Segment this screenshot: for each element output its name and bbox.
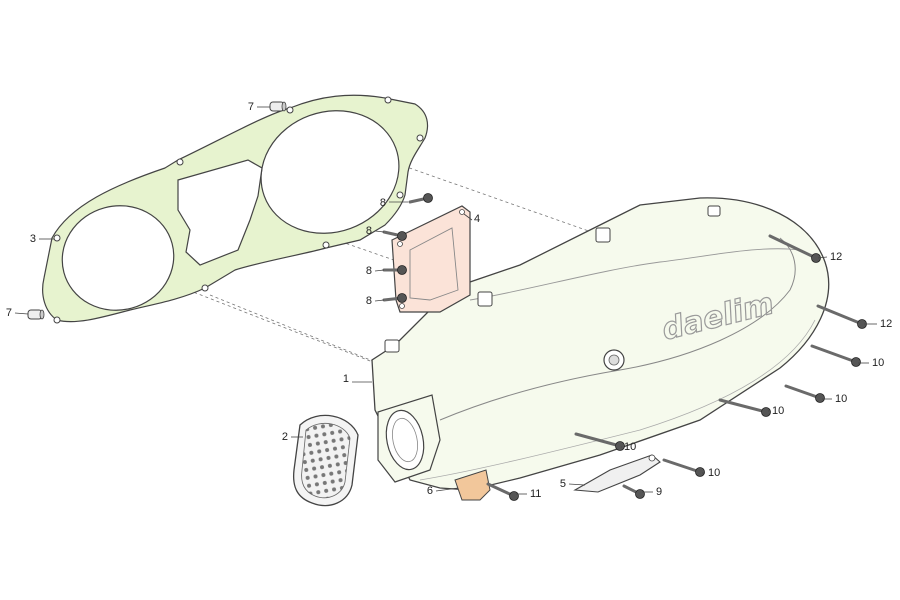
callout-2: 2 xyxy=(282,431,288,443)
callout-8c: 8 xyxy=(366,265,372,277)
bolt-8c[interactable] xyxy=(382,265,407,275)
gasket-cutout-front xyxy=(61,205,175,311)
leader-lines xyxy=(14,106,877,495)
callout-5: 5 xyxy=(560,478,566,490)
callout-8a: 8 xyxy=(380,197,386,209)
callout-3: 3 xyxy=(30,233,36,245)
callout-8b: 8 xyxy=(366,225,372,237)
gasket-cutout-center xyxy=(177,159,263,266)
dowel-pin-upper[interactable] xyxy=(269,101,287,112)
bolt-10a[interactable] xyxy=(810,344,861,367)
bolt-11[interactable] xyxy=(486,482,519,501)
leader-5 xyxy=(568,483,586,486)
leader-6 xyxy=(435,487,459,492)
bolt-8a[interactable] xyxy=(408,193,433,204)
leader-7b xyxy=(14,312,29,315)
leader-8c xyxy=(374,269,385,272)
callout-7b: 7 xyxy=(6,307,12,319)
leader-8d xyxy=(374,299,385,302)
hose-clamp[interactable] xyxy=(454,469,491,501)
callout-10d: 10 xyxy=(624,441,636,453)
bolt-8d[interactable] xyxy=(382,293,407,303)
cover-bosses xyxy=(384,205,721,353)
callout-7a: 7 xyxy=(248,101,254,113)
callout-10e: 10 xyxy=(708,467,720,479)
intake-duct xyxy=(377,394,441,483)
bolt-10c[interactable] xyxy=(718,398,771,417)
gasket-bolt-holes xyxy=(53,96,424,324)
callout-11: 11 xyxy=(530,488,541,500)
cover-body xyxy=(371,197,830,491)
dowel-pin-lower[interactable] xyxy=(27,309,45,320)
intake-screen[interactable] xyxy=(292,414,359,507)
callout-12b: 12 xyxy=(880,318,892,330)
callout-1: 1 xyxy=(343,373,349,385)
callout-10a: 10 xyxy=(872,357,884,369)
cover-boss-round-inner xyxy=(608,354,620,366)
bolts xyxy=(382,193,867,501)
leader-4 xyxy=(463,213,473,221)
callout-12a: 12 xyxy=(830,251,842,263)
callout-10c: 10 xyxy=(772,405,784,417)
cover-front-edge xyxy=(419,319,816,481)
cover-ridge xyxy=(469,248,801,301)
bolt-12b[interactable] xyxy=(816,304,867,329)
bolt-10b[interactable] xyxy=(784,384,825,403)
bolt-8b[interactable] xyxy=(382,230,407,241)
callout-6: 6 xyxy=(427,485,433,497)
callout-9: 9 xyxy=(656,486,662,498)
bolt-9[interactable] xyxy=(622,484,645,499)
bolt-10e[interactable] xyxy=(662,458,705,477)
gasket[interactable] xyxy=(42,92,429,324)
callout-8d: 8 xyxy=(366,295,372,307)
gasket-cutout-rear xyxy=(260,110,400,234)
callout-4: 4 xyxy=(474,213,480,225)
leader-12a xyxy=(817,256,828,259)
crankcase-cover[interactable]: daelim xyxy=(371,197,830,491)
cover-inner-contour xyxy=(439,237,796,421)
stay-bracket[interactable] xyxy=(573,454,661,493)
callout-10b: 10 xyxy=(835,393,847,405)
bracket-plate[interactable] xyxy=(391,205,471,313)
bolt-10d[interactable] xyxy=(574,432,625,451)
leader-8b xyxy=(374,230,385,233)
